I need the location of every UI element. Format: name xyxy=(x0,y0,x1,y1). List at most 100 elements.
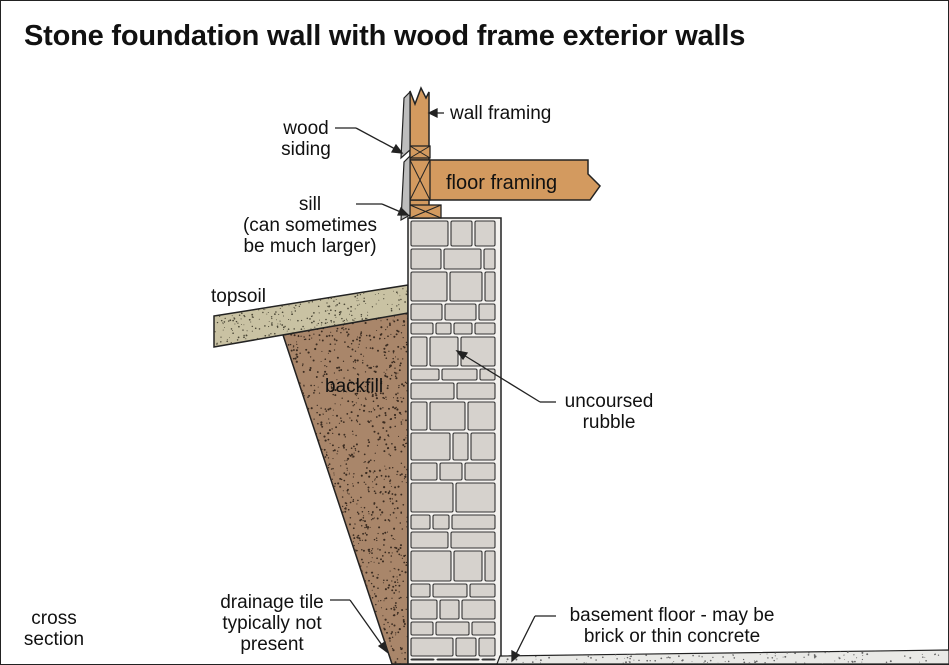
texture-dot xyxy=(366,467,368,469)
texture-dot xyxy=(279,307,281,309)
texture-dot xyxy=(364,371,367,373)
texture-dot xyxy=(302,363,304,365)
texture-dot xyxy=(311,488,314,491)
texture-dot xyxy=(286,521,288,523)
texture-dot xyxy=(311,321,313,324)
texture-dot xyxy=(287,410,289,412)
texture-dot xyxy=(309,438,312,441)
texture-dot xyxy=(348,379,351,382)
texture-dot xyxy=(393,567,395,570)
texture-dot xyxy=(372,486,374,488)
texture-dot xyxy=(786,651,789,654)
texture-dot xyxy=(784,655,787,658)
texture-dot xyxy=(398,591,400,593)
texture-dot xyxy=(302,580,305,583)
texture-dot xyxy=(373,561,375,563)
texture-dot xyxy=(344,460,346,462)
texture-dot xyxy=(353,597,355,600)
texture-dot xyxy=(340,465,342,467)
texture-dot xyxy=(372,517,374,520)
texture-dot xyxy=(352,339,355,342)
texture-dot xyxy=(598,650,601,652)
texture-dot xyxy=(237,336,240,339)
texture-dot xyxy=(393,527,396,530)
rubble-stone xyxy=(449,271,483,302)
texture-dot xyxy=(352,455,355,458)
texture-dot xyxy=(340,541,343,543)
texture-dot xyxy=(347,508,350,511)
texture-dot xyxy=(296,427,299,429)
texture-dot xyxy=(346,492,349,494)
texture-dot xyxy=(359,594,362,597)
texture-dot xyxy=(405,561,408,564)
texture-dot xyxy=(241,312,243,315)
texture-dot xyxy=(353,452,355,454)
texture-dot xyxy=(924,656,926,658)
texture-dot xyxy=(335,534,338,537)
texture-dot xyxy=(320,285,322,286)
texture-dot xyxy=(226,340,228,343)
texture-dot xyxy=(251,330,253,332)
texture-dot xyxy=(813,657,816,659)
texture-dot xyxy=(292,536,295,538)
texture-dot xyxy=(813,654,816,656)
texture-dot xyxy=(292,587,295,589)
texture-dot xyxy=(304,456,306,458)
texture-dot xyxy=(358,604,361,607)
texture-dot xyxy=(532,652,535,655)
texture-dot xyxy=(698,655,700,657)
texture-dot xyxy=(330,549,333,552)
texture-dot xyxy=(222,323,224,325)
texture-dot xyxy=(357,550,359,552)
texture-dot xyxy=(228,337,230,339)
texture-dot xyxy=(375,476,378,478)
texture-dot xyxy=(354,359,357,362)
texture-dot xyxy=(319,319,320,321)
rubble-stone xyxy=(410,336,428,367)
texture-dot xyxy=(284,579,286,581)
texture-dot xyxy=(392,406,395,409)
texture-dot xyxy=(330,319,332,322)
texture-dot xyxy=(794,652,796,655)
texture-dot xyxy=(304,427,306,430)
texture-dot xyxy=(328,360,332,363)
rubble-stone xyxy=(474,220,496,247)
texture-dot xyxy=(388,637,391,640)
texture-dot xyxy=(330,558,333,561)
texture-dot xyxy=(318,312,320,314)
texture-dot xyxy=(325,335,328,338)
texture-dot xyxy=(392,537,394,540)
texture-dot xyxy=(528,650,530,652)
texture-dot xyxy=(349,417,351,419)
texture-dot xyxy=(361,510,364,513)
texture-dot xyxy=(585,662,587,664)
texture-dot xyxy=(391,493,394,495)
texture-dot xyxy=(404,651,406,654)
texture-dot xyxy=(386,579,388,582)
texture-dot xyxy=(312,450,315,452)
texture-dot xyxy=(399,596,402,599)
texture-dot xyxy=(316,539,318,542)
texture-dot xyxy=(275,341,277,343)
texture-dot xyxy=(318,473,321,476)
rubble-stone xyxy=(453,550,483,582)
texture-dot xyxy=(317,422,319,425)
texture-dot xyxy=(294,357,297,360)
texture-dot xyxy=(388,551,390,554)
texture-dot xyxy=(331,553,334,556)
texture-dot xyxy=(390,555,393,557)
texture-dot xyxy=(311,301,314,303)
texture-dot xyxy=(314,326,316,328)
texture-dot xyxy=(263,346,266,347)
texture-dot xyxy=(349,313,350,315)
texture-dot xyxy=(403,554,406,558)
texture-dot xyxy=(347,483,349,486)
texture-dot xyxy=(385,430,388,432)
texture-dot xyxy=(403,324,406,326)
texture-dot xyxy=(389,377,392,380)
texture-dot xyxy=(393,592,396,594)
texture-dot xyxy=(395,634,397,636)
texture-dot xyxy=(312,471,315,474)
texture-dot xyxy=(356,591,359,593)
texture-dot xyxy=(368,490,370,493)
